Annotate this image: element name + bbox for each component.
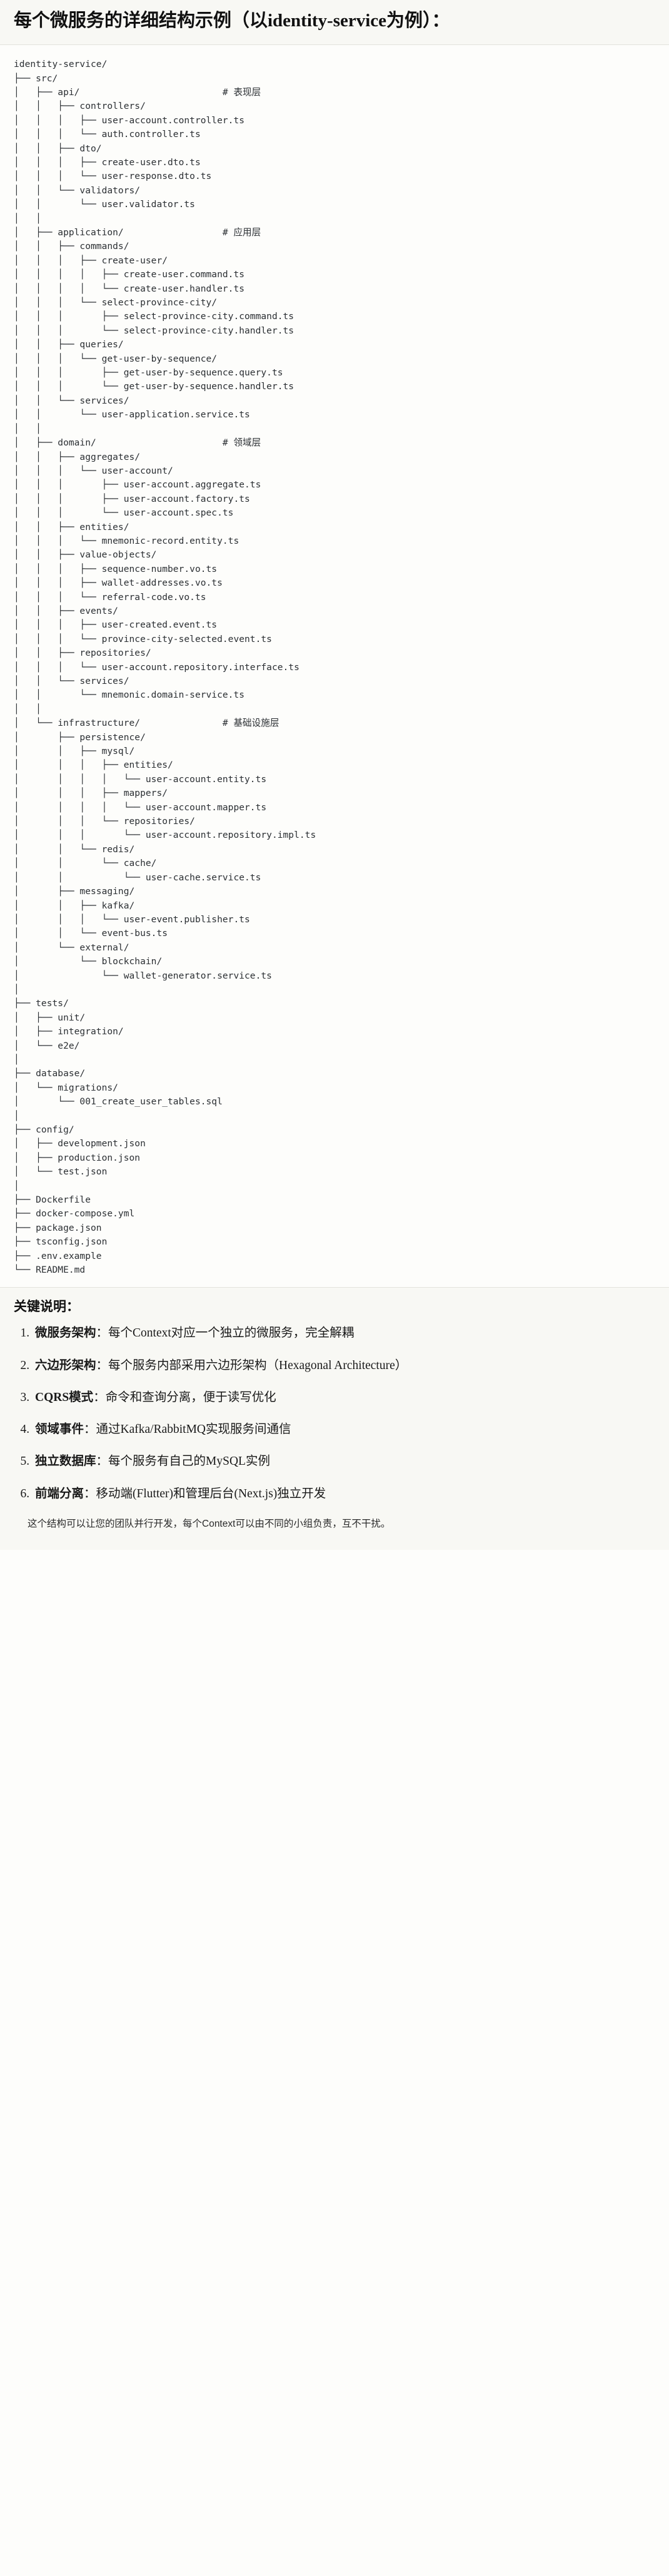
key-point-separator: ： [84, 1423, 96, 1437]
key-point-desc: 通过Kafka/RabbitMQ实现服务间通信 [96, 1423, 291, 1437]
key-point-term: 独立数据库 [35, 1455, 96, 1469]
list-item: 六边形架构：每个服务内部采用六边形架构（Hexagonal Architectu… [33, 1357, 655, 1375]
document-page: 每个微服务的详细结构示例（以identity-service为例）： ident… [0, 0, 669, 1550]
list-item: CQRS模式：命令和查询分离，便于读写优化 [33, 1388, 655, 1407]
key-point-term: CQRS模式 [35, 1390, 94, 1404]
directory-tree: identity-service/ ├── src/ │ ├── api/ # … [14, 59, 316, 1276]
key-point-desc: 命令和查询分离，便于读写优化 [105, 1390, 276, 1404]
list-item: 微服务架构：每个Context对应一个独立的微服务，完全解耦 [33, 1324, 655, 1342]
key-point-desc: 移动端(Flutter)和管理后台(Next.js)独立开发 [96, 1487, 326, 1500]
key-point-separator: ： [93, 1390, 106, 1404]
key-points-title: 关键说明： [14, 1299, 79, 1315]
key-point-separator: ： [96, 1326, 109, 1340]
key-point-term: 领域事件 [35, 1423, 84, 1437]
tree-divider [0, 1287, 669, 1288]
key-point-term: 前端分离 [35, 1487, 84, 1500]
key-point-separator: ： [84, 1487, 96, 1500]
directory-tree-block: identity-service/ ├── src/ │ ├── api/ # … [0, 45, 669, 1288]
list-item: 前端分离：移动端(Flutter)和管理后台(Next.js)独立开发 [33, 1485, 655, 1503]
key-point-term: 六边形架构 [35, 1358, 96, 1372]
key-point-desc: 每个Context对应一个独立的微服务，完全解耦 [108, 1326, 355, 1340]
list-item: 领域事件：通过Kafka/RabbitMQ实现服务间通信 [33, 1420, 655, 1438]
list-item: 独立数据库：每个服务有自己的MySQL实例 [33, 1452, 655, 1470]
key-point-separator: ： [96, 1455, 109, 1469]
key-point-desc: 每个服务有自己的MySQL实例 [108, 1455, 270, 1469]
key-point-desc: 每个服务内部采用六边形架构（Hexagonal Architecture） [108, 1358, 408, 1372]
title-divider [0, 44, 669, 46]
key-points-section: 关键说明： 微服务架构：每个Context对应一个独立的微服务，完全解耦 六边形… [0, 1288, 669, 1550]
page-title: 每个微服务的详细结构示例（以identity-service为例）： [0, 0, 669, 45]
key-points-list: 微服务架构：每个Context对应一个独立的微服务，完全解耦 六边形架构：每个服… [14, 1324, 655, 1503]
closing-paragraph: 这个结构可以让您的团队并行开发，每个Context可以由不同的小组负责，互不干扰… [14, 1512, 655, 1546]
key-point-separator: ： [96, 1358, 109, 1372]
key-point-term: 微服务架构 [35, 1326, 96, 1340]
